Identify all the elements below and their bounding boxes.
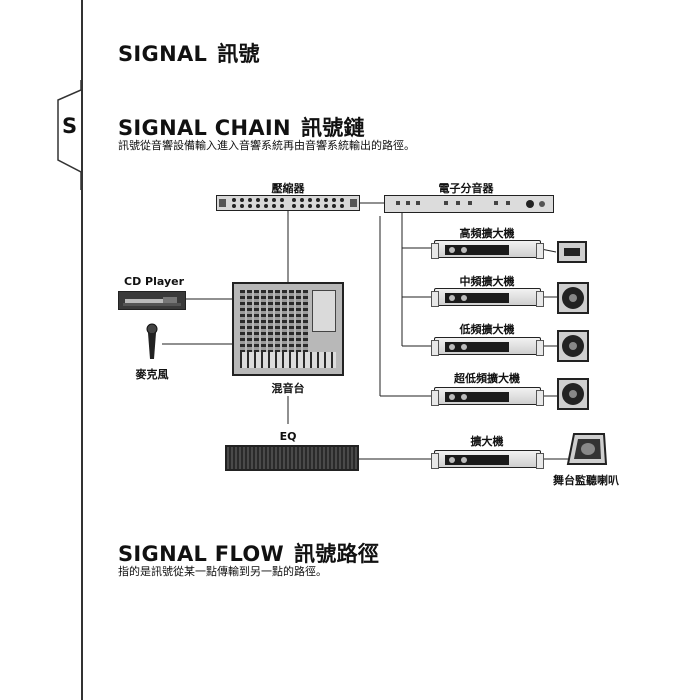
amp-high-device: [431, 240, 544, 259]
microphone-label: 麥克風: [135, 368, 169, 381]
heading-signal-flow: SIGNAL FLOW 訊號路徑: [118, 538, 379, 568]
heading-signal-chain-zh: 訊號鏈: [300, 116, 365, 140]
cd-display: [163, 297, 177, 305]
mixer-master-section: [312, 290, 336, 332]
heading-signal-en: SIGNAL: [118, 42, 208, 66]
heading-signal-chain: SIGNAL CHAIN 訊號鏈: [118, 112, 365, 142]
signal-flow-description: 指的是訊號從某一點傳輸到另一點的路徑。: [118, 565, 327, 578]
cd-tray: [125, 299, 165, 304]
amp-low-device: [431, 337, 544, 356]
heading-signal-flow-en: SIGNAL FLOW: [118, 542, 284, 566]
low-frequency-speaker: [557, 330, 589, 362]
eq-device: [225, 445, 359, 471]
amp-mid-label: 中頻擴大機: [459, 275, 515, 288]
amp-low-label: 低頻擴大機: [459, 323, 515, 336]
stage-monitor-wedge-speaker: [566, 433, 608, 465]
high-frequency-horn-speaker: [557, 241, 587, 263]
amp-sub-label: 超低頻擴大機: [454, 372, 520, 385]
heading-signal-chain-en: SIGNAL CHAIN: [118, 116, 291, 140]
section-tab-letter: S: [62, 114, 78, 138]
crossover-device: [384, 195, 554, 213]
cd-player-label: CD Player: [124, 275, 185, 288]
subwoofer-speaker: [557, 378, 589, 410]
section-tab: [57, 80, 82, 190]
microphone-icon: [146, 323, 158, 359]
crossover-label: 電子分音器: [438, 182, 494, 195]
cd-base: [123, 303, 181, 306]
amp-sub-device: [431, 387, 544, 406]
compressor-label: 壓縮器: [271, 182, 305, 195]
amp-monitor-device: [431, 450, 544, 469]
mid-frequency-speaker: [557, 282, 589, 314]
stage-monitor-label: 舞台監聽喇叭: [553, 474, 619, 487]
amp-monitor-label: 擴大機: [470, 435, 504, 448]
signal-chain-description: 訊號從音響設備輸入進入音響系統再由音響系統輸出的路徑。: [118, 139, 415, 152]
mixer-label: 混音台: [271, 382, 305, 395]
amp-mid-device: [431, 288, 544, 307]
eq-label: EQ: [279, 430, 297, 443]
heading-signal: SIGNAL 訊號: [118, 38, 260, 68]
heading-signal-flow-zh: 訊號路徑: [294, 542, 380, 566]
mixer-faders: [240, 352, 336, 368]
heading-signal-zh: 訊號: [217, 42, 260, 66]
amp-high-label: 高頻擴大機: [459, 227, 515, 240]
cd-player-device: [118, 291, 186, 310]
mixer-device: [232, 282, 344, 376]
page-edge-line: [81, 0, 83, 700]
compressor-device: [216, 195, 360, 211]
